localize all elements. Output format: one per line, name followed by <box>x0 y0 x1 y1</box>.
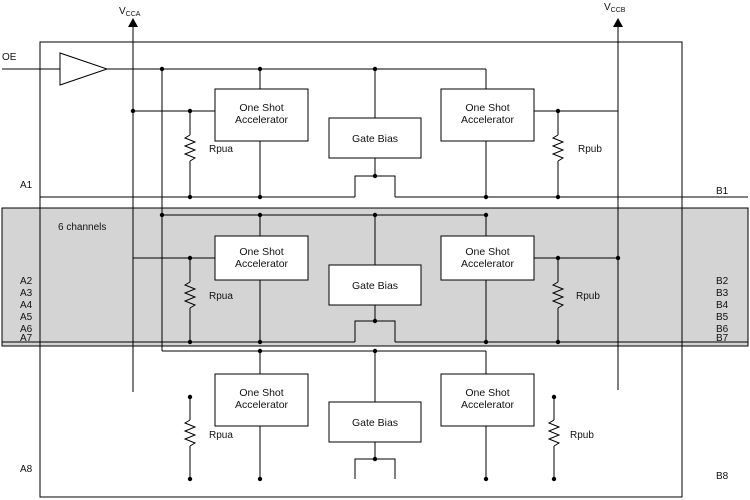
gate-bias-label: Gate Bias <box>352 280 398 292</box>
port-b7: B7 <box>716 333 729 344</box>
resistor-a-label: Rpua <box>209 144 233 155</box>
gate-bias-label: Gate Bias <box>352 417 398 429</box>
accelerator-a-block <box>214 373 309 427</box>
channel-group-label: 6 channels <box>58 222 106 233</box>
port-a1: A1 <box>20 180 33 191</box>
resistor-b-icon <box>547 419 561 447</box>
port-a4: A4 <box>20 300 33 311</box>
accelerator-b-block <box>440 88 535 142</box>
resistor-a-label: Rpua <box>209 430 233 441</box>
vcca-label: VCCA <box>119 6 141 18</box>
port-a2: A2 <box>20 276 33 287</box>
accelerator-a-block <box>214 88 309 142</box>
port-a7: A7 <box>20 333 33 344</box>
port-b2: B2 <box>716 276 729 287</box>
accelerator-a-block <box>214 235 309 281</box>
port-b1: B1 <box>716 186 729 197</box>
port-a3: A3 <box>20 288 33 299</box>
resistor-b-label: Rpub <box>578 144 602 155</box>
resistor-b-icon <box>551 134 565 162</box>
device-boundary <box>39 41 683 498</box>
vcca-supply: VCCA <box>119 6 141 392</box>
port-a6: A6 <box>20 324 33 335</box>
resistor-a-icon <box>183 281 197 309</box>
resistor-a-label: Rpua <box>209 291 233 302</box>
port-b4: B4 <box>716 300 729 311</box>
resistor-b-label: Rpub <box>570 430 594 441</box>
accelerator-b-block <box>440 373 535 427</box>
vccb-supply: VCCB <box>604 2 626 390</box>
oe-label: OE <box>2 52 17 63</box>
resistor-a-icon <box>183 134 197 162</box>
port-b8: B8 <box>716 471 729 482</box>
port-b3: B3 <box>716 288 729 299</box>
vccb-label: VCCB <box>604 2 626 14</box>
oe-buffer-icon <box>59 52 109 86</box>
resistor-b-label: Rpub <box>576 291 600 302</box>
port-b5: B5 <box>716 312 729 323</box>
port-a8: A8 <box>20 464 33 475</box>
resistor-a-icon <box>183 419 197 447</box>
gate-bias-label: Gate Bias <box>352 133 398 145</box>
port-b6: B6 <box>716 324 729 335</box>
resistor-b-icon <box>551 281 565 309</box>
gate-bias-block <box>328 264 422 306</box>
port-a5: A5 <box>20 312 33 323</box>
